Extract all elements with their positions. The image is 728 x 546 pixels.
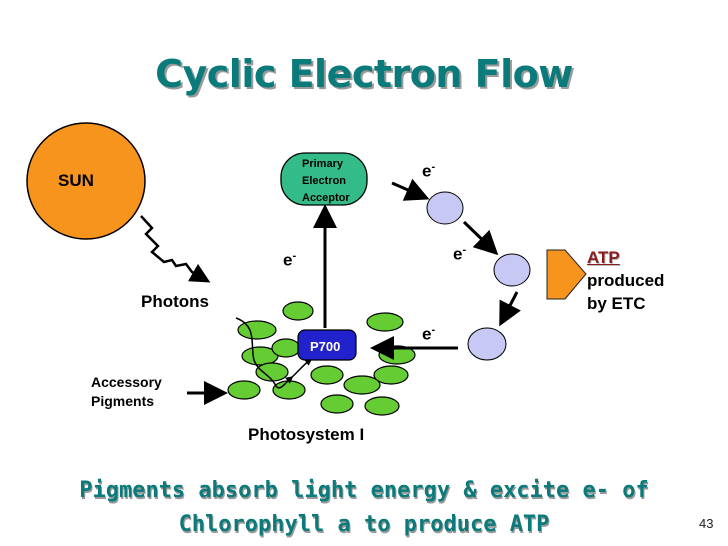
photons-label: Photons [141, 292, 209, 311]
electron-carrier-2 [493, 253, 531, 287]
pigment-molecule [237, 320, 277, 340]
pigment-molecule [272, 380, 306, 400]
pigment-molecule [271, 338, 301, 358]
photosystem-label: Photosystem I [248, 425, 365, 444]
carrier1-to-carrier2-arrow [462, 220, 499, 256]
p700-reaction-center [297, 329, 357, 361]
pigment-molecule [310, 365, 344, 385]
atp-block-arrow [546, 249, 587, 300]
accessory-pigments-label: Accessory Pigments [91, 374, 162, 409]
pigment-molecule [227, 380, 261, 400]
energy-transfer-path [235, 317, 294, 389]
pigment-molecule [282, 301, 314, 321]
electron-label: e- [422, 161, 436, 181]
pigment-molecule [255, 362, 289, 382]
carrier2-to-carrier3-arrow [499, 291, 521, 327]
pigment-molecule [364, 396, 400, 416]
slide-caption: Pigments absorb light energy & excite e-… [79, 478, 649, 537]
acceptor-label: Primary Electron Acceptor [302, 158, 350, 204]
electron-carrier-3 [467, 327, 507, 361]
photon-wave-arrow [140, 215, 211, 283]
pigment-molecule [373, 365, 409, 385]
atp-produced-label: ATP produced by ETC [587, 246, 664, 315]
atp-word: ATP [587, 248, 620, 267]
electron-carrier-1 [426, 191, 464, 225]
energy-transfer-to-p700 [290, 358, 313, 379]
pigment-molecules [227, 301, 416, 416]
acceptor-to-carrier-arrow [391, 178, 430, 201]
p700-label: P700 [310, 339, 341, 354]
sun-circle [26, 122, 146, 240]
pigment-molecule [343, 375, 381, 395]
slide-title: Cyclic Electron Flow [155, 52, 573, 96]
sun-label: SUN [58, 171, 94, 190]
slide-number: 43 [699, 516, 714, 531]
pigment-molecule [366, 312, 404, 332]
atp-description: produced by ETC [587, 271, 665, 313]
electron-label: e- [453, 244, 467, 264]
electron-label: e- [283, 250, 297, 270]
electron-label: e- [422, 324, 436, 344]
pigment-molecule [320, 394, 354, 414]
